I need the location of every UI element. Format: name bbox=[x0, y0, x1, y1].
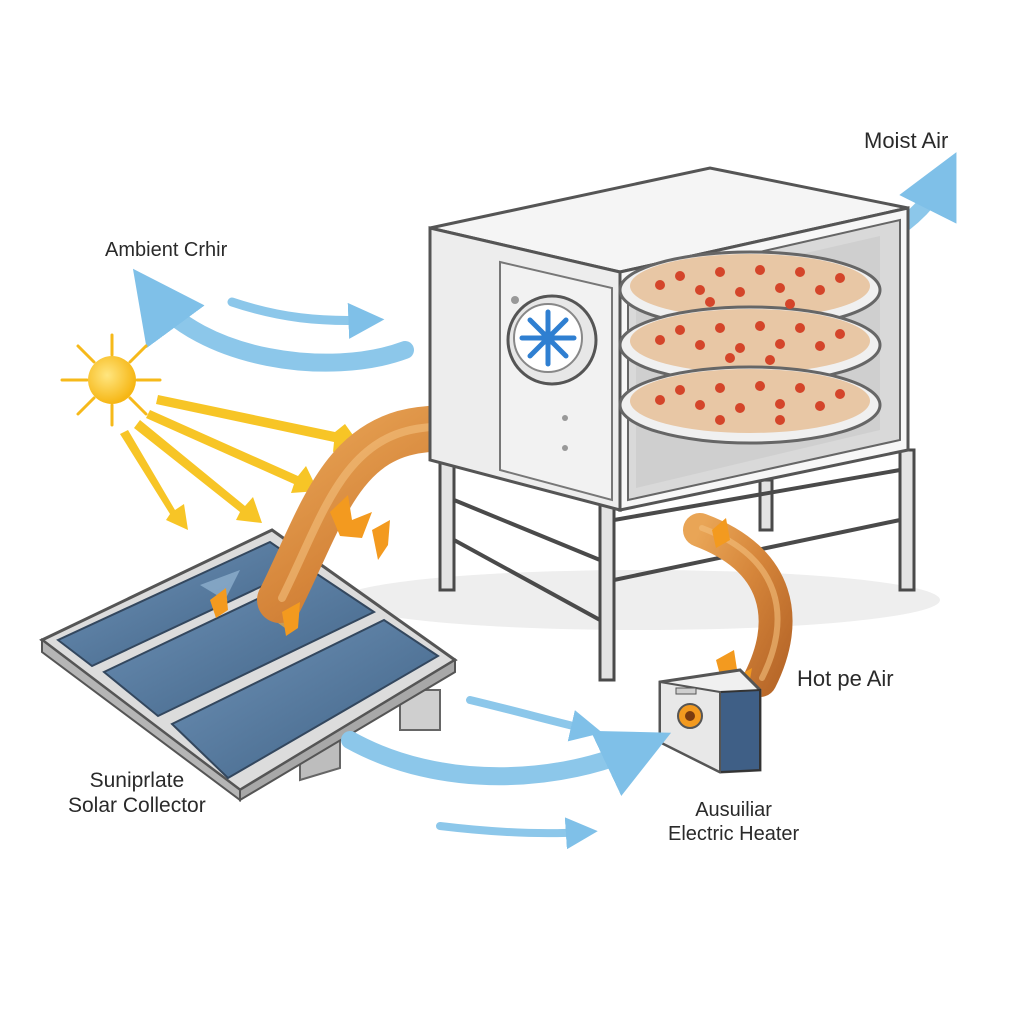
label-heater-line2: Electric Heater bbox=[668, 823, 800, 845]
air-arrow-icon bbox=[227, 297, 385, 339]
air-arrow-icon bbox=[436, 817, 598, 850]
label-hot-air: Hot pe Air bbox=[797, 666, 894, 691]
label-solar-collector: Suniprlate Solar Collector bbox=[68, 768, 206, 818]
tomato-slices bbox=[655, 265, 845, 425]
return-air-arrows bbox=[341, 696, 672, 850]
ambient-air-arrows bbox=[132, 268, 414, 372]
label-solar-line2: Solar Collector bbox=[68, 794, 206, 818]
drying-tray-icon bbox=[618, 250, 882, 445]
fan-icon bbox=[506, 294, 598, 386]
label-heater-line1: Ausuiliar bbox=[695, 799, 772, 821]
ground-shadow bbox=[340, 570, 940, 630]
air-arrow-icon bbox=[341, 730, 672, 796]
solar-panel-icon bbox=[39, 528, 458, 802]
label-ambient-air: Ambient Crhir bbox=[105, 239, 228, 261]
heater-icon bbox=[658, 668, 762, 774]
sun-icon bbox=[60, 333, 162, 427]
label-electric-heater: Ausuiliar Electric Heater bbox=[668, 798, 799, 846]
air-arrow-icon bbox=[132, 268, 414, 372]
panel-screws bbox=[511, 296, 568, 451]
sun-rays bbox=[120, 395, 360, 530]
label-moist-air: Moist Air bbox=[864, 128, 949, 153]
label-solar-line1: Suniprlate bbox=[89, 769, 185, 792]
air-arrow-icon bbox=[466, 696, 603, 742]
